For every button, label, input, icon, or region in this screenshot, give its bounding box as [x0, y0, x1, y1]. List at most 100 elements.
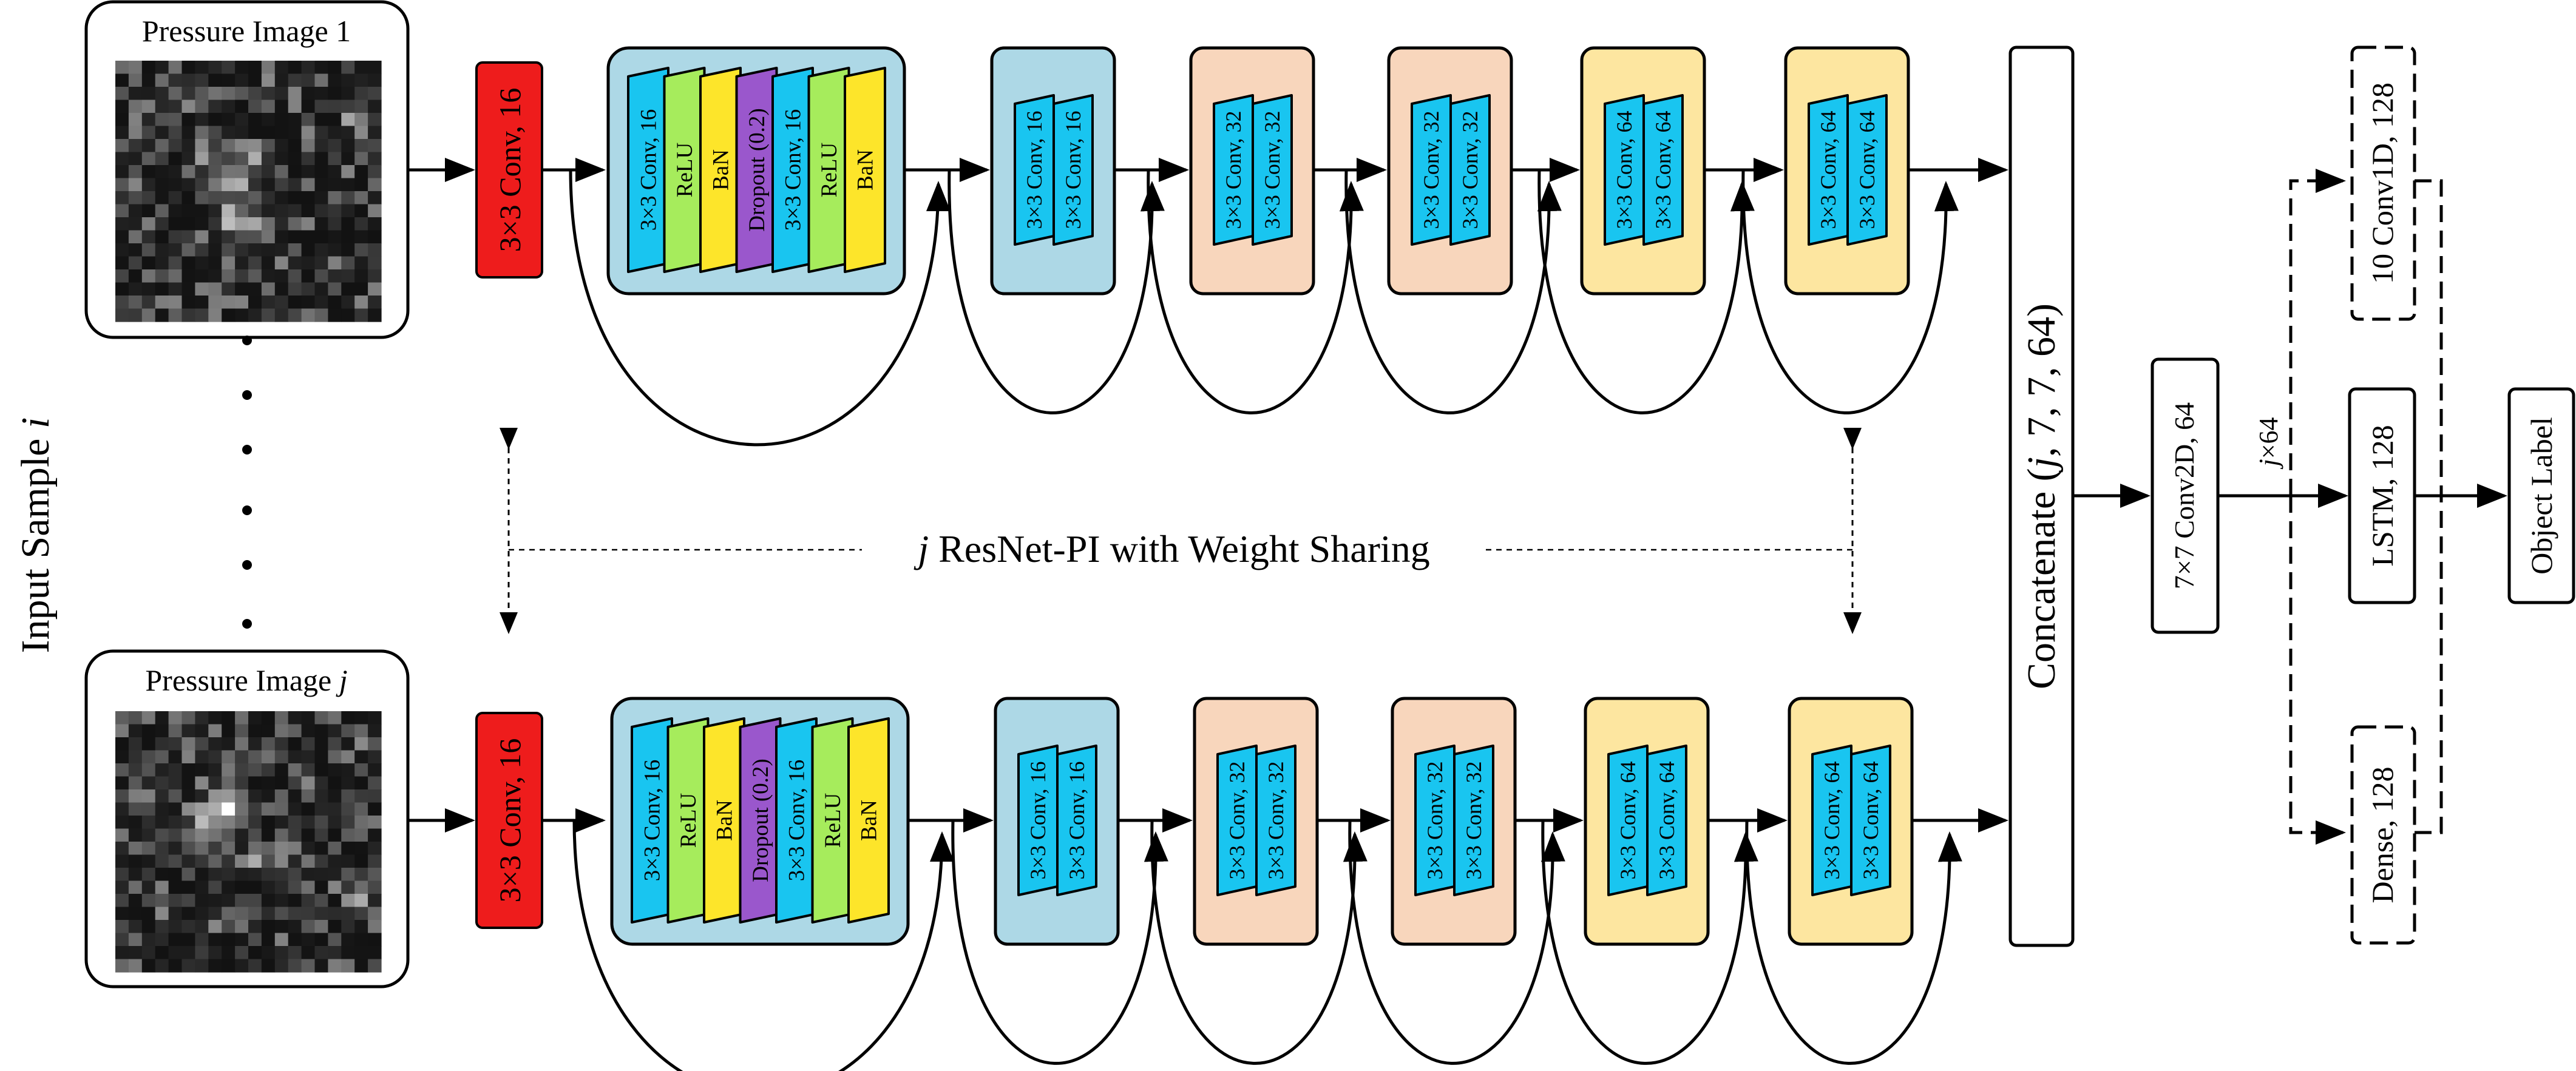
layer-label: 3×3 Conv, 64 — [1655, 762, 1679, 880]
layer-label: 3×3 Conv, 64 — [1651, 111, 1675, 229]
layer-label: BaN — [853, 149, 878, 191]
conv1d-label: 10 Conv1D, 128 — [2365, 83, 2399, 284]
pressure-image-j — [115, 711, 382, 973]
input-sample-label: Input Sample i — [13, 417, 58, 654]
concatenate-label: Concatenate (j, 7, 7, 64) — [2019, 303, 2064, 689]
skip-connection — [1745, 820, 1962, 1065]
residual-block-3: 3×3 Conv, 32 3×3 Conv, 32 — [1193, 697, 1319, 946]
layer-label: BaN — [713, 800, 737, 841]
layer-label: 3×3 Conv, 32 — [1423, 762, 1447, 880]
layer-label: 3×3 Conv, 64 — [1859, 762, 1883, 880]
residual-block-4: 3×3 Conv, 32 3×3 Conv, 32 — [1387, 46, 1513, 296]
layer-shape — [1255, 745, 1296, 896]
conv1d-block: 10 Conv1D, 128 — [2350, 46, 2416, 321]
ellipsis-dots — [242, 336, 252, 629]
residual-block-2: 3×3 Conv, 16 3×3 Conv, 16 — [994, 697, 1120, 946]
resnet-pi-branch-1: 3×3 Conv, 16 3×3 Conv, 16 ReLU BaN Dropout (… — [408, 46, 2008, 447]
skip-connection — [1348, 820, 1565, 1065]
layer-label: 3×3 Conv, 16 — [785, 760, 810, 881]
dense-label: Dense, 128 — [2365, 767, 2399, 904]
layer-shape — [1646, 745, 1687, 896]
skip-connection — [1541, 820, 1758, 1065]
dense-block: Dense, 128 — [2350, 725, 2416, 945]
layer-label: 3×3 Conv, 32 — [1419, 111, 1443, 229]
pressure-image-1-card: Pressure Image 1 — [84, 0, 410, 339]
layer-label: 3×3 Conv, 64 — [1612, 111, 1636, 229]
resnet-pi-branch-j: 3×3 Conv, 16 3×3 Conv, 16 ReLU BaN Dropout (… — [408, 697, 2008, 1071]
layer-label: 3×3 Conv, 16 — [640, 760, 665, 881]
residual-block-2: 3×3 Conv, 16 3×3 Conv, 16 — [990, 46, 1116, 296]
conv2d-block: 7×7 Conv2D, 64 — [2151, 357, 2220, 634]
layer-label: Dropout (0.2) — [748, 758, 773, 882]
residual-block-6: 3×3 Conv, 64 3×3 Conv, 64 — [1788, 697, 1914, 946]
layer-shape — [847, 717, 890, 924]
layer-label: ReLU — [676, 793, 701, 848]
layer-shape — [1850, 745, 1891, 896]
layer-label: 3×3 Conv, 16 — [1065, 762, 1089, 880]
weight-sharing-label: j ResNet-PI with Weight Sharing — [913, 527, 1429, 570]
layer-label: 3×3 Conv, 64 — [1616, 762, 1640, 880]
skip-connection — [1344, 169, 1562, 414]
layer-label: 3×3 Conv, 32 — [1221, 111, 1246, 229]
skip-connection — [1741, 169, 1959, 414]
layer-shape — [1453, 745, 1494, 896]
residual-block-3: 3×3 Conv, 32 3×3 Conv, 32 — [1189, 46, 1315, 296]
lstm-block: LSTM, 128 — [2348, 387, 2416, 604]
residual-block-6: 3×3 Conv, 64 3×3 Conv, 64 — [1784, 46, 1910, 296]
skip-connection — [1537, 169, 1755, 414]
layer-shape — [1449, 94, 1491, 246]
layer-label: 3×3 Conv, 32 — [1458, 111, 1482, 229]
layer-shape — [844, 67, 886, 273]
object-label-text: Object Label — [2524, 417, 2558, 575]
layer-label: 3×3 Conv, 16 — [637, 109, 662, 231]
object-label-block: Object Label — [2507, 387, 2575, 604]
layer-label: 3×3 Conv, 32 — [1462, 762, 1486, 880]
layer-label: 3×3 Conv, 16 — [1026, 762, 1050, 880]
layer-label: 3×3 Conv, 64 — [1820, 762, 1844, 880]
residual-block-5: 3×3 Conv, 64 3×3 Conv, 64 — [1584, 697, 1710, 946]
skip-connection — [951, 820, 1168, 1065]
layer-shape — [1252, 94, 1293, 246]
residual-block-4: 3×3 Conv, 32 3×3 Conv, 32 — [1391, 697, 1517, 946]
layer-shape — [1846, 94, 1888, 246]
skip-connection — [947, 169, 1165, 414]
weight-sharing-annotation: j ResNet-PI with Weight Sharing — [500, 428, 1862, 634]
first-conv-layer: 3×3 Conv, 16 — [475, 61, 543, 279]
skip-connection — [1150, 820, 1368, 1065]
pressure-image-1-title: Pressure Image 1 — [142, 14, 351, 48]
multiplier-label: j×64 — [2254, 417, 2283, 469]
layer-label: ReLU — [817, 143, 842, 197]
layer-label: 3×3 Conv, 32 — [1260, 111, 1284, 229]
layer-label: 3×3 Conv, 32 — [1264, 762, 1288, 880]
residual-block-1: 3×3 Conv, 16 ReLU BaN Dropout (0.2) 3×3 Conv… — [606, 46, 906, 296]
pressure-image-j-title: Pressure Image j — [145, 663, 347, 697]
skip-connection — [572, 820, 954, 1071]
layer-label: BaN — [857, 800, 882, 841]
layer-label: BaN — [709, 149, 734, 191]
concatenate-block: Concatenate (j, 7, 7, 64) — [2008, 46, 2075, 947]
skip-connection — [569, 169, 951, 447]
pressure-image-j-card: Pressure Image j — [84, 649, 410, 988]
layer-label: 3×3 Conv, 32 — [1225, 762, 1249, 880]
layer-label: 3×3 Conv, 16 — [1061, 111, 1085, 229]
skip-connection — [1147, 169, 1364, 414]
layer-label: ReLU — [821, 793, 846, 848]
layer-label: 3×3 Conv, 64 — [1816, 111, 1840, 229]
layer-label: 3×3 Conv, 16 — [781, 109, 806, 231]
lstm-label: LSTM, 128 — [2365, 425, 2399, 566]
conv2d-label: 7×7 Conv2D, 64 — [2169, 402, 2200, 589]
layer-shape — [1056, 745, 1097, 896]
layer-shape — [1642, 94, 1684, 246]
layer-label: ReLU — [673, 143, 697, 197]
layer-label: Dropout (0.2) — [745, 108, 770, 231]
first-conv-layer: 3×3 Conv, 16 — [475, 712, 543, 929]
first-conv-label: 3×3 Conv, 16 — [493, 88, 527, 252]
alternative-routing — [2289, 169, 2443, 845]
layer-label: 3×3 Conv, 16 — [1022, 111, 1046, 229]
residual-block-1: 3×3 Conv, 16 ReLU BaN Dropout (0.2) 3×3 Conv… — [610, 697, 910, 946]
layer-label: 3×3 Conv, 64 — [1855, 111, 1879, 229]
pressure-image-1 — [115, 61, 382, 322]
first-conv-label: 3×3 Conv, 16 — [493, 738, 527, 903]
residual-block-5: 3×3 Conv, 64 3×3 Conv, 64 — [1580, 46, 1706, 296]
